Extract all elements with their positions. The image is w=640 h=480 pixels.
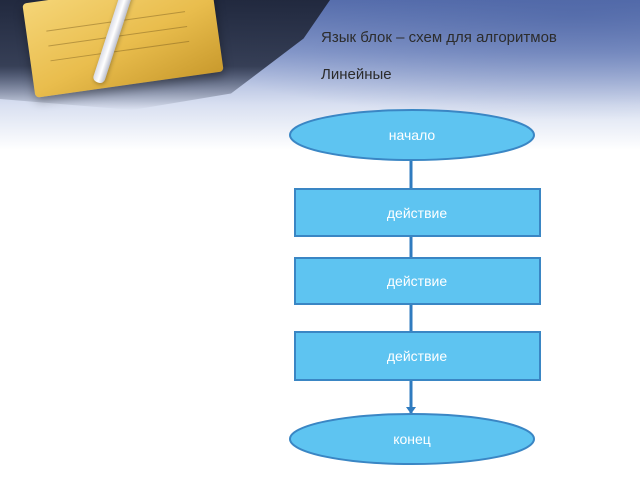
arrow-head-icon	[406, 407, 416, 414]
slide-subtitle: Линейные	[321, 66, 392, 83]
action-node-label: действие	[387, 273, 447, 289]
start-node: начало	[289, 109, 535, 161]
action-node-label: действие	[387, 205, 447, 221]
end-node-label: конец	[393, 431, 431, 447]
action-node: действие	[294, 188, 541, 237]
start-node-label: начало	[389, 127, 436, 143]
action-node: действие	[294, 257, 541, 305]
end-node: конец	[289, 413, 535, 465]
action-node-label: действие	[387, 348, 447, 364]
slide-title: Язык блок – схем для алгоритмов	[321, 29, 557, 46]
action-node: действие	[294, 331, 541, 381]
